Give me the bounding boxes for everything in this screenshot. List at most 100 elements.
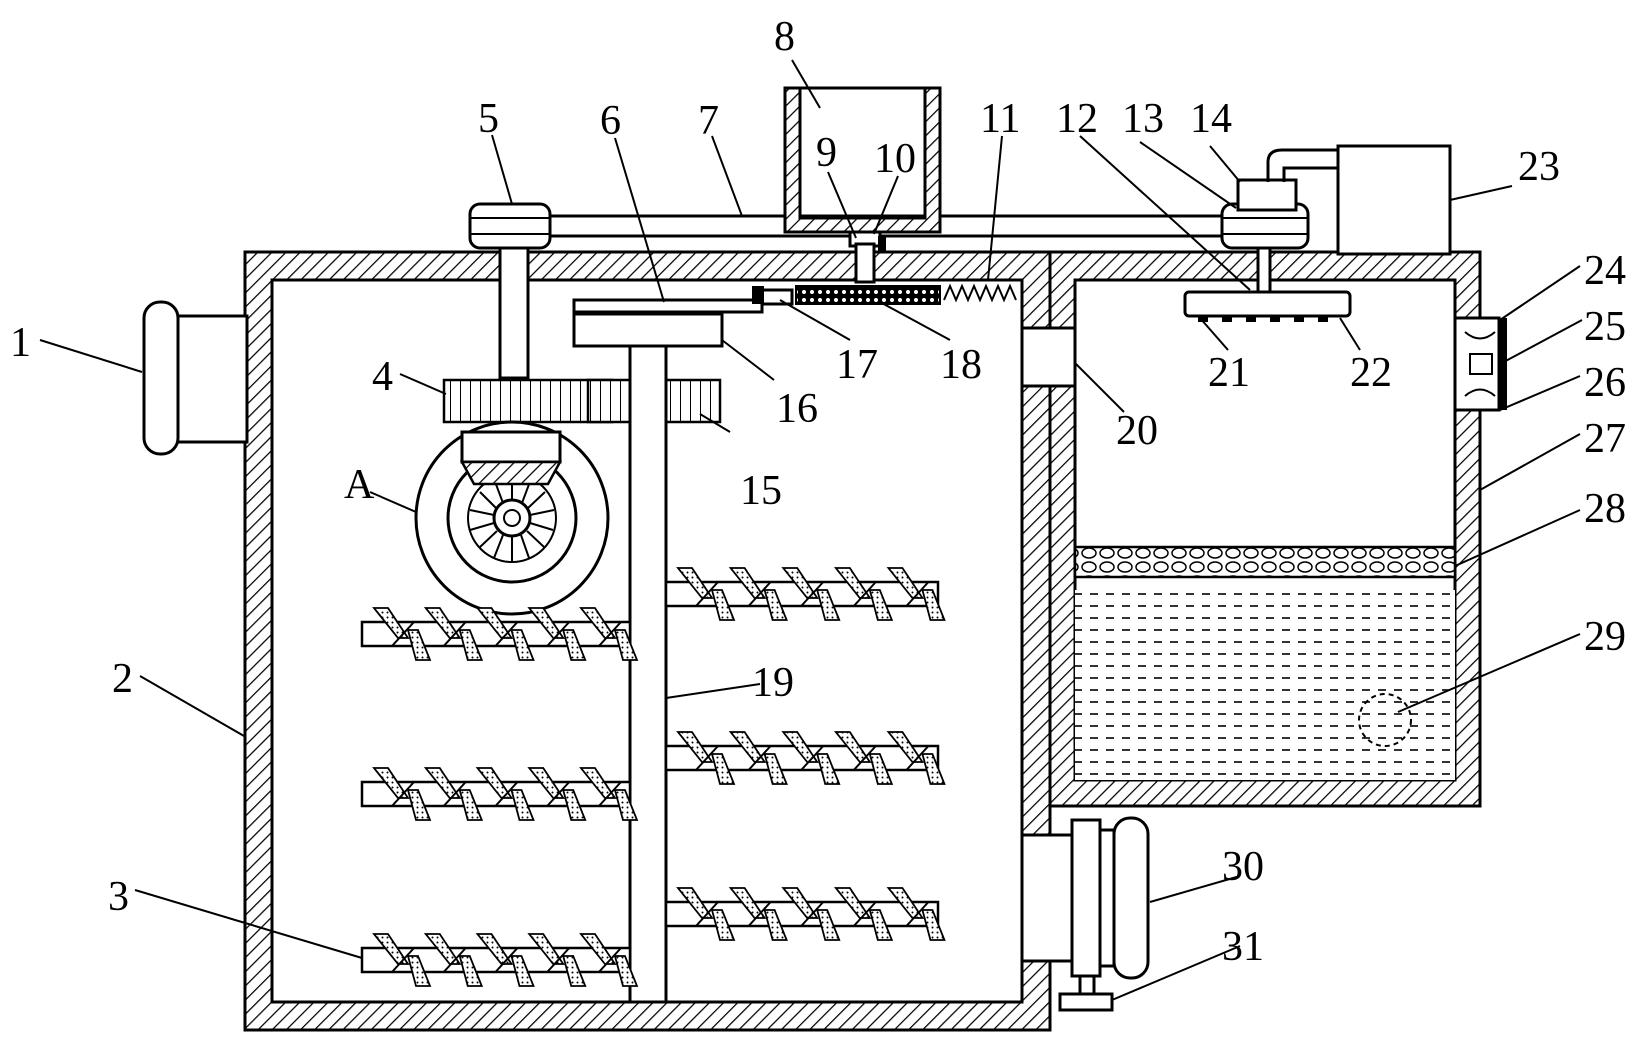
blade-fin: [868, 909, 894, 941]
callout-28: 28: [1584, 486, 1626, 532]
blade-twist: [747, 745, 772, 771]
blade-twist: [695, 745, 719, 771]
blade-twist: [695, 581, 719, 607]
blade-twist: [853, 581, 877, 607]
blade-fin: [710, 909, 736, 941]
detail-label-a: A: [344, 462, 375, 508]
blade-twist: [800, 901, 824, 927]
blade-twist: [494, 621, 519, 647]
stirring-shaft: [628, 344, 668, 1004]
blade-fin: [613, 629, 639, 661]
blade-fin: [406, 789, 432, 821]
blade-fin: [458, 955, 484, 987]
blade-twist: [391, 621, 415, 647]
blade-twist: [853, 745, 877, 771]
blade-fin: [510, 955, 535, 987]
slide-mechanism: [572, 283, 1017, 348]
callout-27: 27: [1584, 416, 1626, 462]
blade-fin: [527, 607, 565, 639]
blade-twist: [546, 781, 570, 807]
callout-7: 7: [698, 98, 719, 144]
blade-fin: [886, 887, 925, 919]
blade-twist: [546, 947, 570, 973]
callout-30: 30: [1222, 844, 1264, 890]
inlet-pipe: [142, 300, 249, 456]
blade-fin: [458, 789, 484, 821]
blade-fin: [781, 567, 819, 599]
blade-fin: [423, 607, 462, 639]
hopper: [783, 86, 942, 234]
blade-fin: [676, 567, 714, 599]
callout-1: 1: [10, 320, 31, 366]
blade-fin: [728, 887, 767, 919]
blade-fin: [833, 731, 872, 763]
stirring-blades: [360, 567, 946, 987]
blade-fin: [886, 731, 925, 763]
callout-9: 9: [816, 130, 837, 176]
blade-fin: [763, 753, 788, 785]
callout-23: 23: [1518, 144, 1560, 190]
callout-6: 6: [600, 98, 621, 144]
blade-fin: [728, 731, 767, 763]
blade-twist: [905, 745, 930, 771]
leader-lines: [39, 59, 1583, 1001]
blade-fin: [579, 607, 617, 639]
callout-24: 24: [1584, 248, 1626, 294]
blade-fin: [510, 629, 535, 661]
blade-fin: [579, 933, 617, 965]
blade-fin: [372, 933, 410, 965]
pump: [1266, 144, 1452, 256]
blade-fin: [676, 731, 714, 763]
blade-fin: [833, 567, 872, 599]
callout-19: 19: [752, 660, 794, 706]
exhaust-vent: [1453, 316, 1507, 412]
drain-port: [1358, 693, 1412, 747]
callout-21: 21: [1208, 350, 1250, 396]
blade-fin: [728, 567, 767, 599]
blade-twist: [598, 947, 622, 973]
outlet-valve: [1020, 816, 1150, 1012]
blade-twist: [905, 901, 930, 927]
callout-25: 25: [1584, 304, 1626, 350]
filter-layer: [1073, 545, 1457, 579]
blade-twist: [391, 947, 415, 973]
blade-fin: [527, 933, 565, 965]
callout-20: 20: [1116, 408, 1158, 454]
blade-fin: [613, 955, 639, 987]
blade-fin: [423, 933, 462, 965]
blade-twist: [598, 621, 622, 647]
blade-twist: [494, 781, 519, 807]
callout-10: 10: [874, 136, 916, 182]
callout-18: 18: [940, 342, 982, 388]
callout-8: 8: [774, 14, 795, 60]
blade-fin: [710, 589, 736, 621]
blade-fin: [921, 753, 946, 785]
blade-fin: [372, 607, 410, 639]
blade-fin: [868, 753, 894, 785]
callout-31: 31: [1222, 924, 1264, 970]
motor: [1236, 178, 1298, 212]
blade-fin: [527, 767, 565, 799]
callout-5: 5: [478, 96, 499, 142]
callout-17: 17: [836, 342, 878, 388]
blade-twist: [800, 745, 824, 771]
blade-twist: [695, 901, 719, 927]
blade-twist: [747, 901, 772, 927]
blade-fin: [781, 731, 819, 763]
blade-twist: [546, 621, 570, 647]
callout-13: 13: [1122, 96, 1164, 142]
blade-twist: [800, 581, 824, 607]
blade-fin: [475, 767, 514, 799]
blade-fin: [710, 753, 736, 785]
callout-22: 22: [1350, 350, 1392, 396]
callout-29: 29: [1584, 614, 1626, 660]
blade-twist: [443, 947, 467, 973]
callout-14: 14: [1190, 96, 1232, 142]
liquid-body: [1075, 590, 1455, 780]
blade-twist: [747, 581, 772, 607]
blade-fin: [816, 589, 841, 621]
blade-fin: [833, 887, 872, 919]
callout-labels: 1 2 3 4 5 6 7 8 9 10 11 12 13 14 15 16 1…: [10, 14, 1626, 970]
callout-16: 16: [776, 386, 818, 432]
